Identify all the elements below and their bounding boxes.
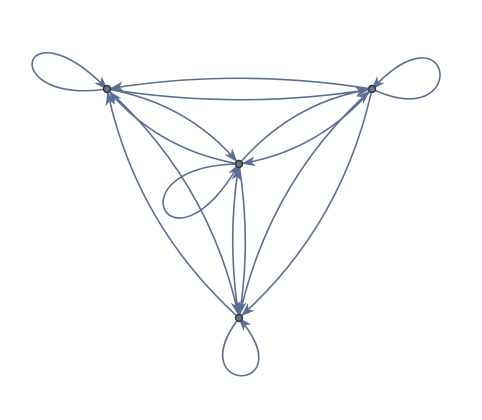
nodes-layer: [102, 84, 377, 323]
edge-right-to-bottom: [240, 88, 373, 317]
edge-right-to-right: [371, 57, 441, 100]
edge-center-to-left: [108, 90, 240, 165]
edge-bottom-to-right: [238, 90, 371, 319]
edge-center-to-right: [238, 86, 370, 165]
node-right: [367, 84, 377, 94]
edge-left-to-left: [31, 52, 108, 92]
edge-bottom-to-center: [231, 166, 242, 319]
edge-bottom-to-bottom: [222, 317, 260, 377]
edges-layer: [31, 52, 441, 377]
edge-left-to-center: [106, 88, 238, 163]
edge-right-to-left: [109, 77, 373, 92]
edge-center-to-center: [162, 163, 240, 219]
node-center: [234, 159, 244, 169]
edge-center-to-bottom: [236, 163, 247, 316]
edge-bottom-to-left: [105, 91, 240, 319]
edge-left-to-right: [106, 86, 370, 101]
node-left: [102, 84, 112, 94]
edge-left-to-bottom: [106, 88, 241, 316]
node-bottom: [234, 313, 244, 323]
